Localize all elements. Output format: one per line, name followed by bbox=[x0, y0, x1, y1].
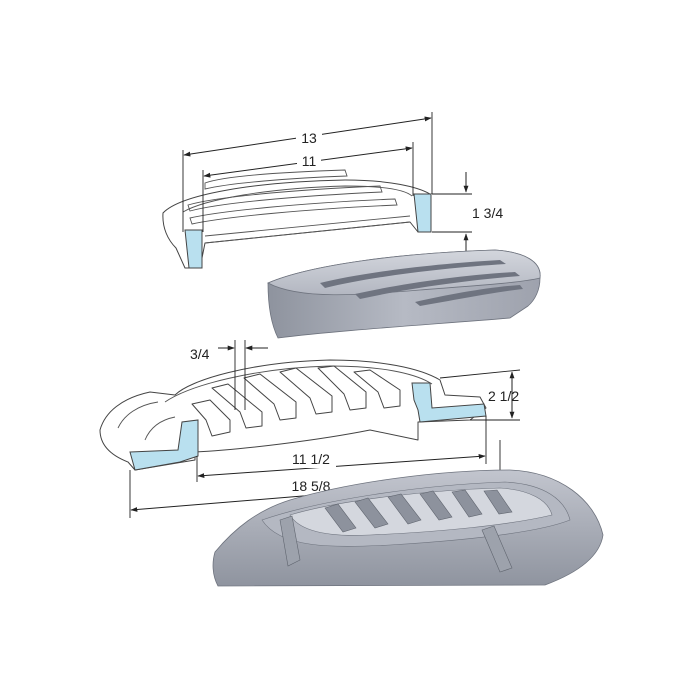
frame-bar bbox=[387, 493, 422, 525]
top-underside bbox=[204, 215, 411, 244]
bottom-grate-bars bbox=[191, 365, 401, 437]
label-11: 11 bbox=[302, 153, 317, 169]
label-13: 13 bbox=[301, 130, 317, 146]
grate-bar bbox=[211, 383, 263, 429]
frame-bar bbox=[483, 489, 513, 515]
frame-bar bbox=[324, 503, 357, 533]
grate-bar bbox=[353, 369, 401, 409]
top-section-rim bbox=[182, 185, 413, 213]
dimension-1-3-4: 1 3/4 bbox=[432, 172, 503, 254]
frame-rib-right bbox=[481, 525, 513, 573]
top-section-body bbox=[162, 179, 431, 269]
frame-bar bbox=[419, 490, 453, 521]
bottom-frame-render bbox=[212, 469, 604, 587]
grate-bar bbox=[279, 367, 333, 415]
frame-bar bbox=[451, 489, 483, 518]
top-slot bbox=[189, 198, 398, 225]
frame-rib-left bbox=[279, 515, 301, 567]
dimension-11-1-2: 11 1/2 bbox=[196, 416, 487, 482]
frame-bar bbox=[354, 497, 389, 529]
top-section-drawing bbox=[162, 169, 432, 269]
dimension-2-1-2: 2 1/2 bbox=[439, 369, 521, 421]
dimension-11: 11 bbox=[202, 142, 414, 232]
grate-bar bbox=[191, 399, 231, 437]
top-grate-slot bbox=[415, 285, 523, 306]
grate-bar bbox=[243, 373, 297, 421]
frame-bars bbox=[324, 489, 513, 533]
label-1-3-4: 1 3/4 bbox=[472, 205, 503, 221]
top-grate-slot bbox=[355, 272, 520, 299]
dimension-3-4: 3/4 bbox=[190, 340, 268, 410]
top-section-cut-right bbox=[413, 193, 432, 233]
label-2-1-2: 2 1/2 bbox=[488, 388, 519, 404]
bottom-section-cut-left bbox=[129, 419, 199, 471]
top-grate-slot bbox=[320, 260, 506, 288]
grate-bar bbox=[317, 365, 367, 411]
top-slot bbox=[187, 185, 383, 212]
label-3-4: 3/4 bbox=[190, 346, 210, 362]
label-18-5-8: 18 5/8 bbox=[292, 478, 331, 494]
bottom-section-drawing bbox=[99, 359, 487, 471]
label-11-1-2: 11 1/2 bbox=[292, 451, 330, 467]
top-section-cut-left bbox=[184, 229, 203, 269]
bottom-frame-rim bbox=[117, 365, 433, 441]
top-grate-render bbox=[267, 249, 541, 339]
